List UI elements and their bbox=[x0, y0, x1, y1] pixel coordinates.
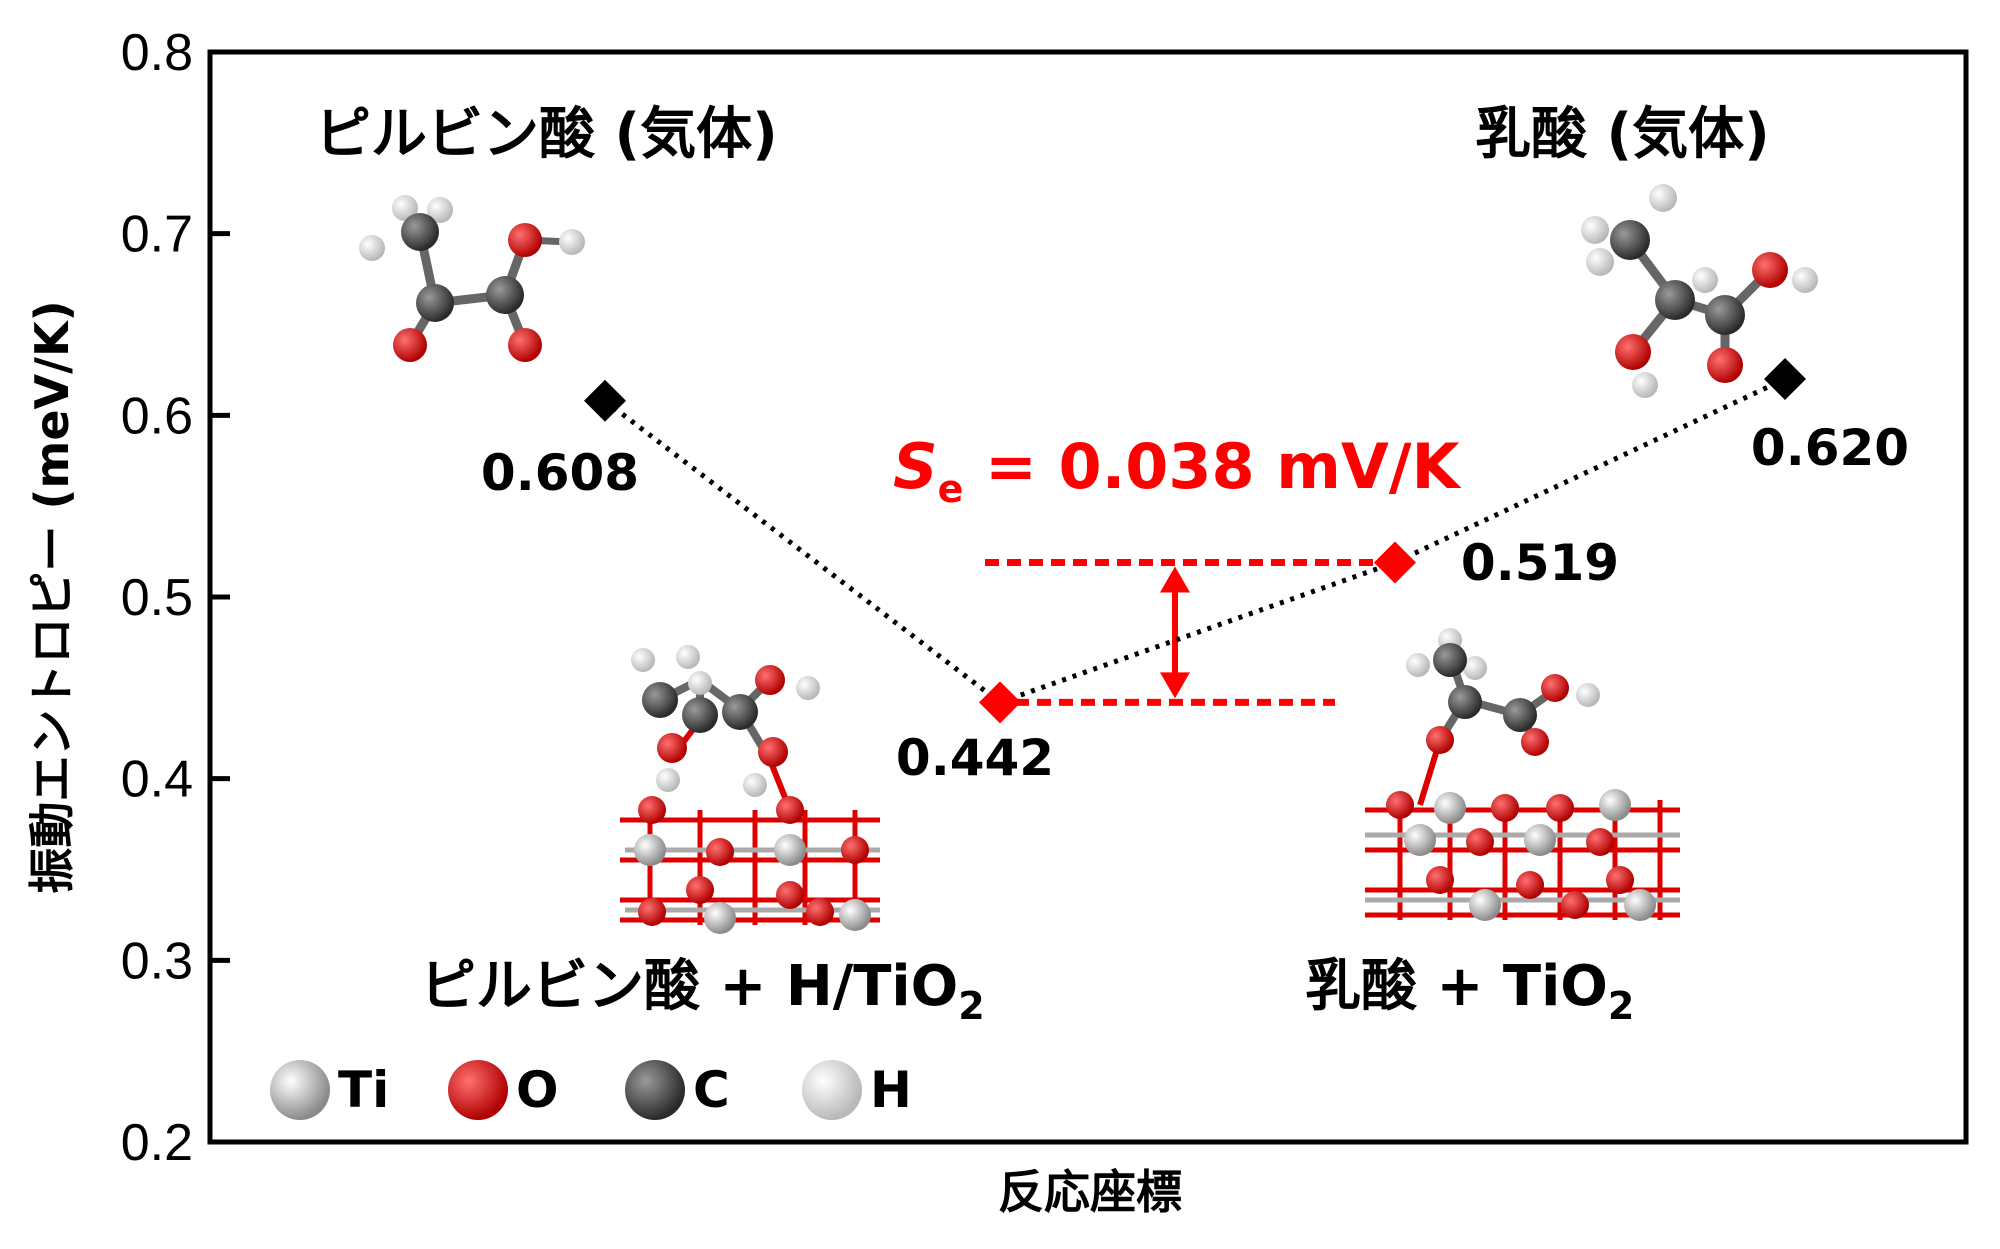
legend-atom-c-swatch bbox=[625, 1060, 685, 1120]
lactic-ads-text: 乳酸 + TiO bbox=[1305, 954, 1608, 1019]
connector-line bbox=[999, 560, 1396, 705]
lactic-ads-title: 乳酸 + TiO2 bbox=[1305, 954, 1634, 1028]
y-tick-label: 0.5 bbox=[121, 569, 193, 627]
legend-atom-ti-swatch bbox=[270, 1060, 330, 1120]
data-point-label: 0.608 bbox=[481, 444, 639, 502]
y-axis-label: 振動エントロピー (meV/K) bbox=[25, 300, 79, 893]
delta-arrow-head-up bbox=[1160, 566, 1190, 593]
data-point-label: 0.442 bbox=[896, 729, 1054, 787]
legend-atom-c-label: C bbox=[693, 1061, 730, 1119]
y-tick-label: 0.4 bbox=[121, 751, 193, 809]
y-axis: 0.2 0.3 0.4 0.5 0.6 0.7 0.8 bbox=[121, 24, 230, 1172]
se-subscript: e bbox=[938, 467, 964, 511]
pyruvic-gas-title: ピルビン酸 (気体) bbox=[315, 102, 778, 167]
lactic-gas-title: 乳酸 (気体) bbox=[1475, 102, 1770, 167]
pyruvic-ads-structure bbox=[620, 645, 880, 934]
se-symbol: S bbox=[893, 430, 938, 503]
pyruvic-gas-molecule bbox=[359, 195, 585, 362]
pyruvic-ads-title: ピルビン酸 + H/TiO2 bbox=[420, 954, 985, 1028]
legend-atom-o-label: O bbox=[516, 1061, 559, 1119]
lactic-ads-structure bbox=[1365, 628, 1680, 921]
legend-atom-h-label: H bbox=[870, 1061, 912, 1119]
data-point-label: 0.620 bbox=[1751, 419, 1909, 477]
series: 0.608 0.442 0.519 0.620 bbox=[481, 358, 1909, 787]
legend-atom-h-swatch bbox=[802, 1060, 862, 1120]
y-tick-label: 0.3 bbox=[121, 932, 193, 990]
legend-atom-o-swatch bbox=[448, 1060, 508, 1120]
data-point-marker bbox=[1764, 358, 1806, 400]
legend-atom-ti-label: Ti bbox=[338, 1061, 389, 1119]
se-annotation: Se = 0.038 mV/K bbox=[893, 430, 1461, 511]
pyruvic-ads-subscript: 2 bbox=[958, 984, 984, 1028]
data-point-label: 0.519 bbox=[1461, 534, 1619, 592]
data-point-marker bbox=[584, 379, 626, 422]
x-axis-label: 反応座標 bbox=[998, 1165, 1182, 1219]
atom-legend: Ti O C H bbox=[270, 1060, 912, 1120]
y-tick-label: 0.2 bbox=[121, 1114, 193, 1172]
connector-line bbox=[603, 398, 1002, 705]
y-tick-label: 0.6 bbox=[121, 387, 193, 445]
delta-arrow-head-down bbox=[1160, 672, 1190, 699]
data-point-marker bbox=[979, 681, 1021, 724]
data-point-marker bbox=[1374, 541, 1416, 584]
delta-indicator bbox=[985, 558, 1380, 706]
lactic-ads-subscript: 2 bbox=[1608, 984, 1634, 1028]
pyruvic-ads-text: ピルビン酸 + H/TiO bbox=[420, 954, 958, 1019]
y-tick-label: 0.7 bbox=[121, 206, 193, 264]
se-value: = 0.038 mV/K bbox=[963, 430, 1461, 503]
lactic-gas-molecule bbox=[1581, 184, 1818, 398]
y-tick-label: 0.8 bbox=[121, 24, 193, 82]
